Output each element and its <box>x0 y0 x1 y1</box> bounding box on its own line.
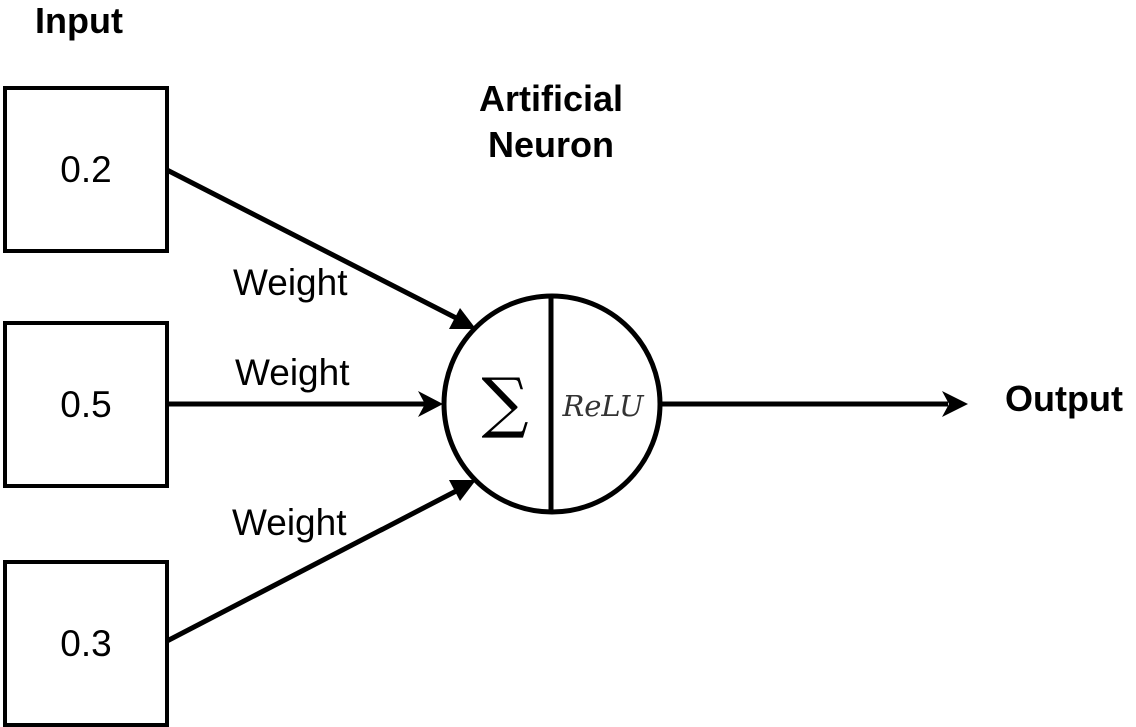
neuron-title-line1: Artificial <box>478 78 624 119</box>
input-box-3: 0.3 <box>3 560 169 727</box>
sum-symbol: ∑ <box>481 364 528 441</box>
weight-label-1: Weight <box>233 262 348 303</box>
input-title: Input <box>35 0 123 41</box>
activation-label: ReLU <box>561 389 645 423</box>
weight-label-3: Weight <box>232 502 347 543</box>
arrowhead-output <box>942 391 968 417</box>
edge-input-3 <box>165 485 464 644</box>
arrowhead-1 <box>449 308 476 329</box>
arrowhead-3 <box>449 480 476 501</box>
input-box-1: 0.2 <box>3 86 169 253</box>
neuron-title-line2: Neuron <box>488 124 614 165</box>
neuron-title: Artificial Neuron <box>451 76 651 168</box>
input-value-3: 0.3 <box>60 622 112 664</box>
output-title: Output <box>1005 378 1123 419</box>
weight-label-2: Weight <box>235 352 350 393</box>
input-value-2: 0.5 <box>60 383 112 425</box>
arrowhead-2 <box>418 391 443 417</box>
input-value-1: 0.2 <box>60 148 112 190</box>
edge-input-1 <box>165 167 464 324</box>
